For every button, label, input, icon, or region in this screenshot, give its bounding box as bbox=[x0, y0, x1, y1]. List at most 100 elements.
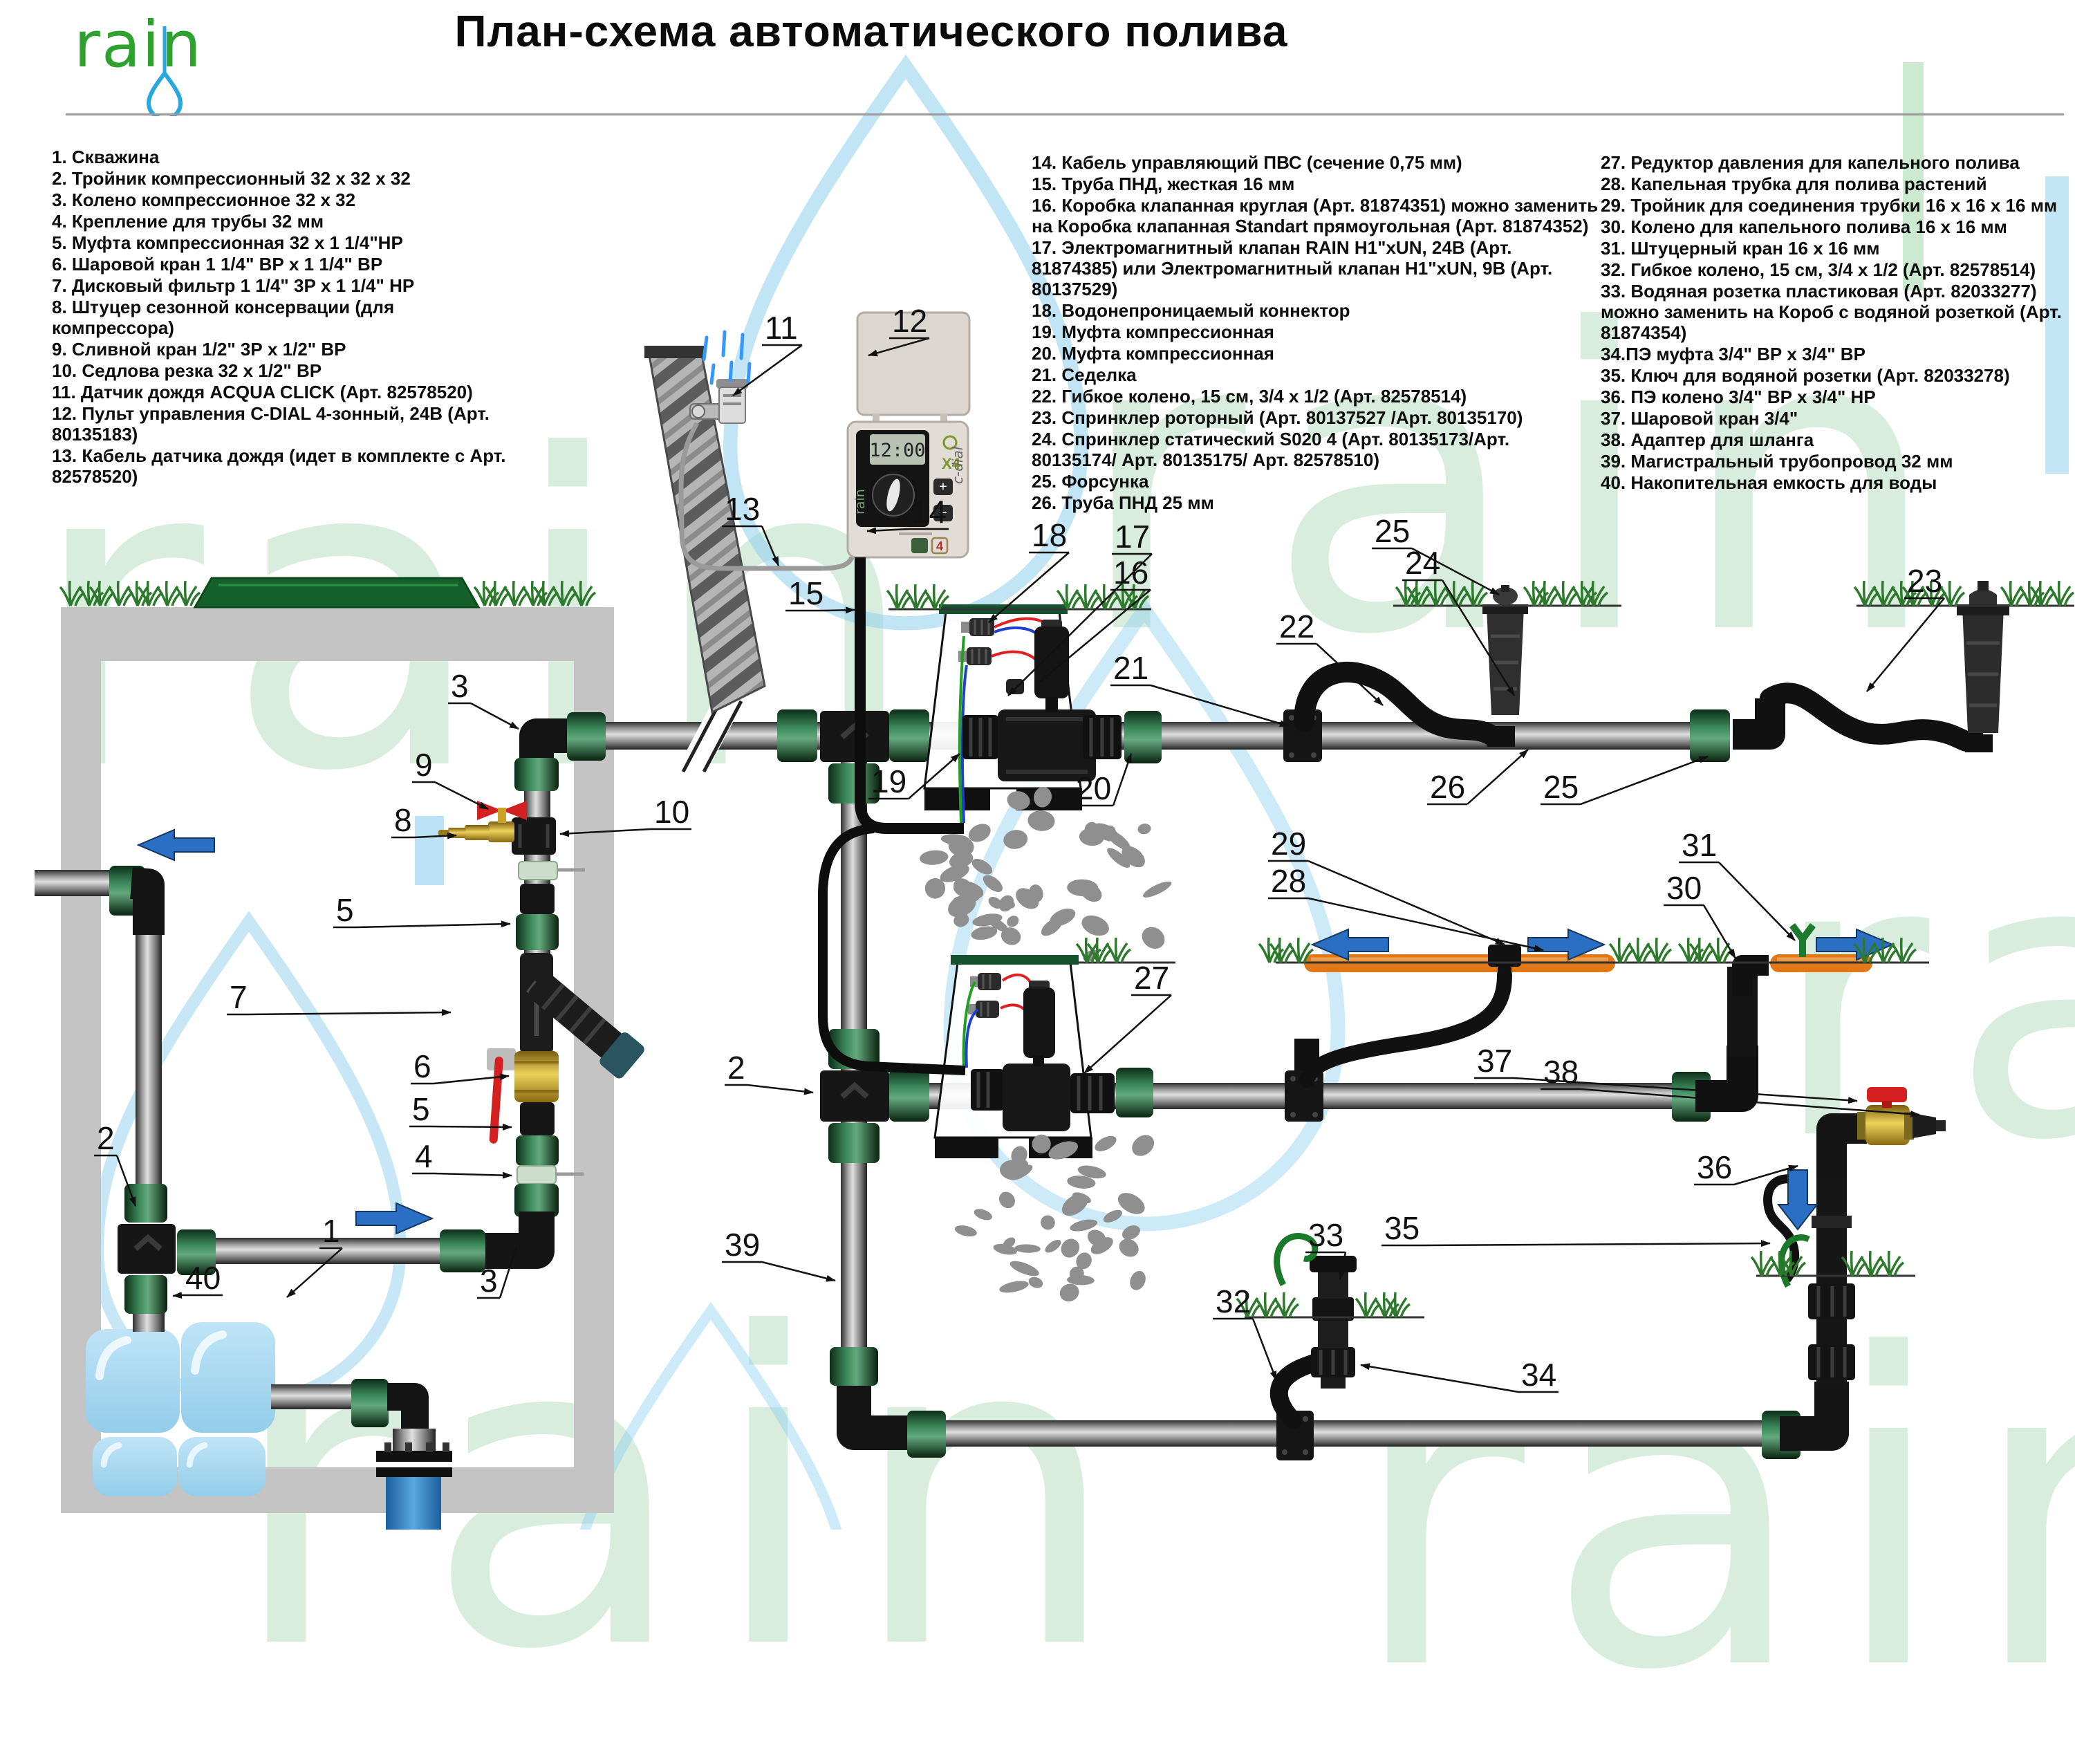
well-top-wall bbox=[61, 607, 614, 661]
valve-box-2 bbox=[933, 955, 1153, 1158]
waterproof-connector-18 bbox=[961, 618, 994, 636]
callout-number: 7 bbox=[230, 979, 248, 1015]
water-storage-tank bbox=[86, 1312, 275, 1496]
legend-item: 34.ПЭ муфта 3/4" ВР х 3/4" ВР bbox=[1601, 344, 1865, 364]
legend-item: 32. Гибкое колено, 15 см, 3/4 х 1/2 (Арт… bbox=[1601, 259, 2036, 280]
page-title: План-схема автоматического полива bbox=[454, 6, 1288, 56]
disc-filter-7 bbox=[520, 953, 644, 1079]
callout-number: 6 bbox=[413, 1048, 431, 1084]
legend-item: 13. Кабель датчика дождя (идет в комплек… bbox=[52, 445, 506, 487]
sensor-cable-13 bbox=[678, 422, 855, 571]
flow-arrow-left-icon bbox=[136, 828, 215, 862]
legend-item: 16. Коробка клапанная круглая (Арт. 8187… bbox=[1032, 195, 1599, 236]
svg-text:+: + bbox=[939, 479, 947, 494]
legend-item: 11. Датчик дождя ACQUA CLICK (Арт. 82578… bbox=[52, 382, 473, 402]
callout-number: 26 bbox=[1430, 769, 1465, 805]
legend-item: 14. Кабель управляющий ПВС (сечение 0,75… bbox=[1032, 152, 1462, 173]
pipe-clamp-4 bbox=[518, 861, 558, 880]
coupling-green bbox=[1690, 709, 1730, 762]
callout-number: 23 bbox=[1907, 563, 1942, 599]
hose-adapter-38 bbox=[1913, 1113, 1936, 1138]
lcd-time: 12:00 bbox=[869, 440, 925, 461]
callout-number: 2 bbox=[727, 1050, 745, 1086]
legend-item: 17. Электромагнитный клапан RAIN H1"xUN,… bbox=[1032, 237, 1553, 299]
legend-item: 20. Муфта компрессионная bbox=[1032, 343, 1274, 364]
rain-logo: rain bbox=[74, 12, 201, 116]
callout-number: 25 bbox=[1375, 513, 1410, 549]
controller-model: c-dial bbox=[949, 446, 966, 484]
callout-number: 2 bbox=[97, 1120, 115, 1156]
compression-elbow-3b bbox=[484, 1211, 555, 1269]
minus-button bbox=[933, 505, 953, 521]
pe-elbow-36 bbox=[1816, 1113, 1867, 1178]
callout-number: 5 bbox=[336, 892, 354, 928]
ball-valve-37 bbox=[1865, 1105, 1910, 1145]
legend-item: 4. Крепление для трубы 32 мм bbox=[52, 211, 324, 232]
legend-item: 3. Колено компрессионное 32 х 32 bbox=[52, 189, 356, 210]
callout-number: 36 bbox=[1697, 1149, 1732, 1185]
legend-item: 30. Колено для капельного полива 16 х 16… bbox=[1601, 216, 2007, 237]
well-lid bbox=[193, 577, 481, 609]
callout-number: 14 bbox=[911, 494, 947, 530]
callout-number: 30 bbox=[1666, 870, 1702, 906]
callout-number: 32 bbox=[1216, 1283, 1251, 1319]
irrigation-diagram: 12:00 rain X4 c-dial + − 4 bbox=[35, 54, 2075, 1530]
legend-item: 23. Спринклер роторный (Арт. 80137527 /А… bbox=[1032, 407, 1523, 428]
bottom-badge: 4 bbox=[936, 539, 943, 553]
rotary-sprinkler-23 bbox=[1957, 581, 2009, 752]
callout-number: 34 bbox=[1521, 1357, 1556, 1393]
conduit-14-15 bbox=[855, 557, 964, 834]
hose-point-riser bbox=[1762, 1087, 1946, 1459]
legend-item: 22. Гибкое колено, 15 см, 3/4 х 1/2 (Арт… bbox=[1032, 386, 1467, 407]
callout-number: 10 bbox=[654, 794, 689, 830]
legend-item: 6. Шаровой кран 1 1/4" ВР х 1 1/4" ВР bbox=[52, 254, 383, 275]
compression-tee-2-well bbox=[118, 1184, 216, 1314]
controller-c-dial: 12:00 rain X4 c-dial + − 4 bbox=[846, 311, 971, 559]
legend-item: 40. Накопительная емкость для воды bbox=[1601, 472, 1937, 493]
callout-number: 38 bbox=[1543, 1054, 1579, 1090]
legend-item: 28. Капельная трубка для полива растений bbox=[1601, 174, 1987, 194]
callout-number: 19 bbox=[871, 763, 906, 799]
callout-number: 35 bbox=[1384, 1210, 1420, 1246]
solenoid-valve-17b bbox=[971, 981, 1070, 1131]
pipe-break-symbol bbox=[678, 694, 743, 781]
legend-item: 35. Ключ для водяной розетки (Арт. 82033… bbox=[1601, 365, 2010, 386]
grass-tufts bbox=[59, 580, 2075, 1319]
legend-item: 2. Тройник компрессионный 32 х 32 х 32 bbox=[52, 168, 411, 189]
legend-item: 37. Шаровой кран 3/4" bbox=[1601, 408, 1798, 429]
legend-item: 33. Водяная розетка пластиковая (Арт. 82… bbox=[1601, 281, 2062, 343]
pipe-clamp-4b bbox=[517, 1165, 557, 1185]
rain-sensor-11 bbox=[716, 379, 748, 424]
pressure-reducer-27 bbox=[1070, 1073, 1115, 1113]
well-casing-1 bbox=[376, 1429, 452, 1530]
controller-brand: rain bbox=[853, 489, 868, 514]
legend-item: 27. Редуктор давления для капельного пол… bbox=[1601, 152, 2020, 173]
callout-number: 3 bbox=[480, 1263, 498, 1299]
callout-number: 40 bbox=[185, 1260, 221, 1296]
legend-item: 15. Труба ПНД, жесткая 16 мм bbox=[1032, 174, 1295, 194]
legend-item: 12. Пульт управления C-DIAL 4-зонный, 24… bbox=[52, 403, 490, 445]
controller-lcd bbox=[870, 434, 925, 465]
drip-zone bbox=[1299, 923, 1872, 1122]
callout-number: 24 bbox=[1405, 545, 1440, 581]
flow-arrow-right-icon bbox=[355, 1202, 434, 1235]
flow-arrow-left-icon bbox=[1310, 928, 1389, 961]
plus-button bbox=[933, 479, 953, 495]
callout-number: 13 bbox=[725, 491, 760, 527]
callout-number: 20 bbox=[1076, 770, 1111, 806]
well-column bbox=[109, 712, 644, 1530]
rain-ticks-icon bbox=[702, 330, 752, 385]
compression-coupling-5 bbox=[516, 914, 559, 950]
callout-number: 16 bbox=[1113, 555, 1148, 591]
conduit-to-box2 bbox=[818, 824, 966, 1075]
callout-number: 39 bbox=[725, 1227, 760, 1263]
cable-conduits bbox=[818, 557, 966, 1075]
callout-number: 37 bbox=[1477, 1043, 1512, 1079]
compression-tee-2 bbox=[820, 1029, 929, 1163]
static-sprinkler-24 bbox=[1482, 585, 1528, 747]
callout-number: 18 bbox=[1032, 517, 1067, 553]
compression-coupling-5b bbox=[516, 1135, 559, 1166]
socket-key-35 bbox=[1763, 1174, 1800, 1283]
